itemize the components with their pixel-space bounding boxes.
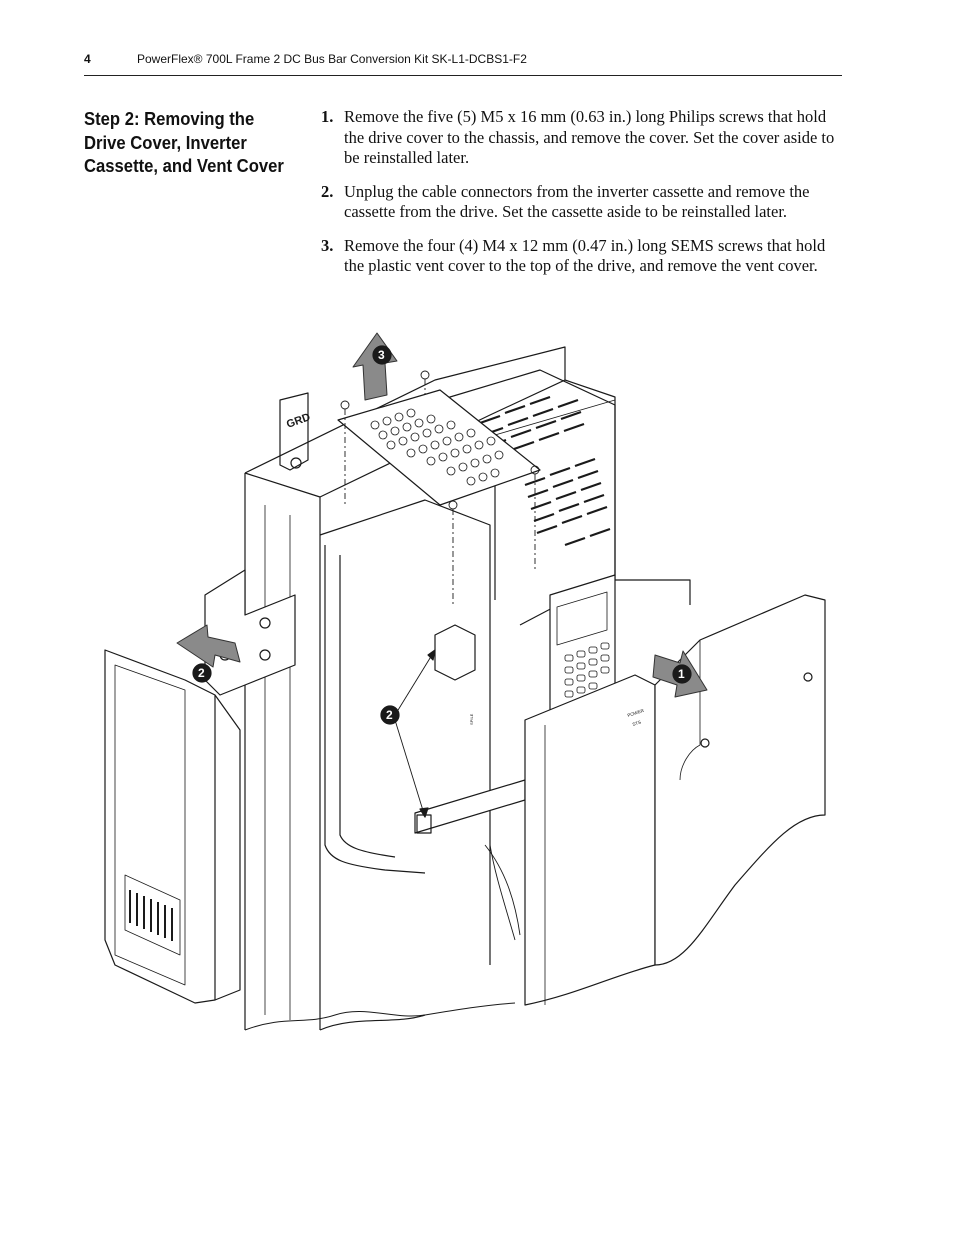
inverter-cassette-bay (319, 499, 526, 965)
step-number: 2. (321, 181, 334, 201)
sts-label: STS (632, 719, 642, 726)
step-number: 3. (321, 235, 334, 255)
running-title: PowerFlex® 700L Frame 2 DC Bus Bar Conve… (137, 52, 527, 66)
cutaway-edge (244, 1002, 516, 1031)
callout-1-label: 1 (678, 667, 685, 681)
drive-cover (654, 594, 826, 966)
step-number: 1. (321, 107, 334, 126)
instruction-list: 1. Remove the five (5) M5 x 16 mm (0.63 … (321, 107, 843, 290)
vent-cover-screws (340, 370, 540, 605)
arrow-up-icon (352, 332, 398, 401)
instruction-step-1: 1. Remove the five (5) M5 x 16 mm (0.63 … (321, 107, 843, 169)
instruction-step-3: 3. Remove the four (4) M4 x 12 mm (0.47 … (321, 236, 843, 277)
callout-2-arrow-label: 2 (198, 666, 205, 680)
callout-3: 3 (372, 345, 392, 365)
step-text: Unplug the cable connectors from the inv… (344, 181, 810, 222)
drive-disassembly-illustration: GRD (95, 325, 840, 1040)
spile-label: SPILE (469, 713, 474, 725)
page-number: 4 (84, 52, 91, 66)
vent-cover-plate (337, 389, 541, 506)
step-heading: Step 2: Removing the Drive Cover, Invert… (84, 108, 284, 176)
step-text: Remove the four (4) M4 x 12 mm (0.47 in.… (344, 235, 826, 276)
him-keypad-panel (549, 574, 616, 726)
inverter-cassette (104, 569, 296, 1004)
power-label: POWER (627, 708, 645, 718)
instruction-step-2: 2. Unplug the cable connectors from the … (321, 182, 843, 223)
callout-3-label: 3 (378, 348, 385, 362)
callout-2-connectors: 2 (380, 705, 400, 725)
header-rule (84, 75, 842, 76)
front-lower-panel: POWER STS PORT MOD NET A NET B SPILE (469, 674, 683, 1006)
callout-2-connectors-label: 2 (386, 708, 393, 722)
callout-2-arrow: 2 (192, 663, 212, 683)
page-header: 4 PowerFlex® 700L Frame 2 DC Bus Bar Con… (0, 0, 954, 80)
arrow-left-icon (176, 624, 241, 668)
step-text: Remove the five (5) M5 x 16 mm (0.63 in.… (344, 107, 835, 167)
grd-bracket: GRD (279, 392, 312, 471)
callout-1: 1 (672, 664, 692, 684)
